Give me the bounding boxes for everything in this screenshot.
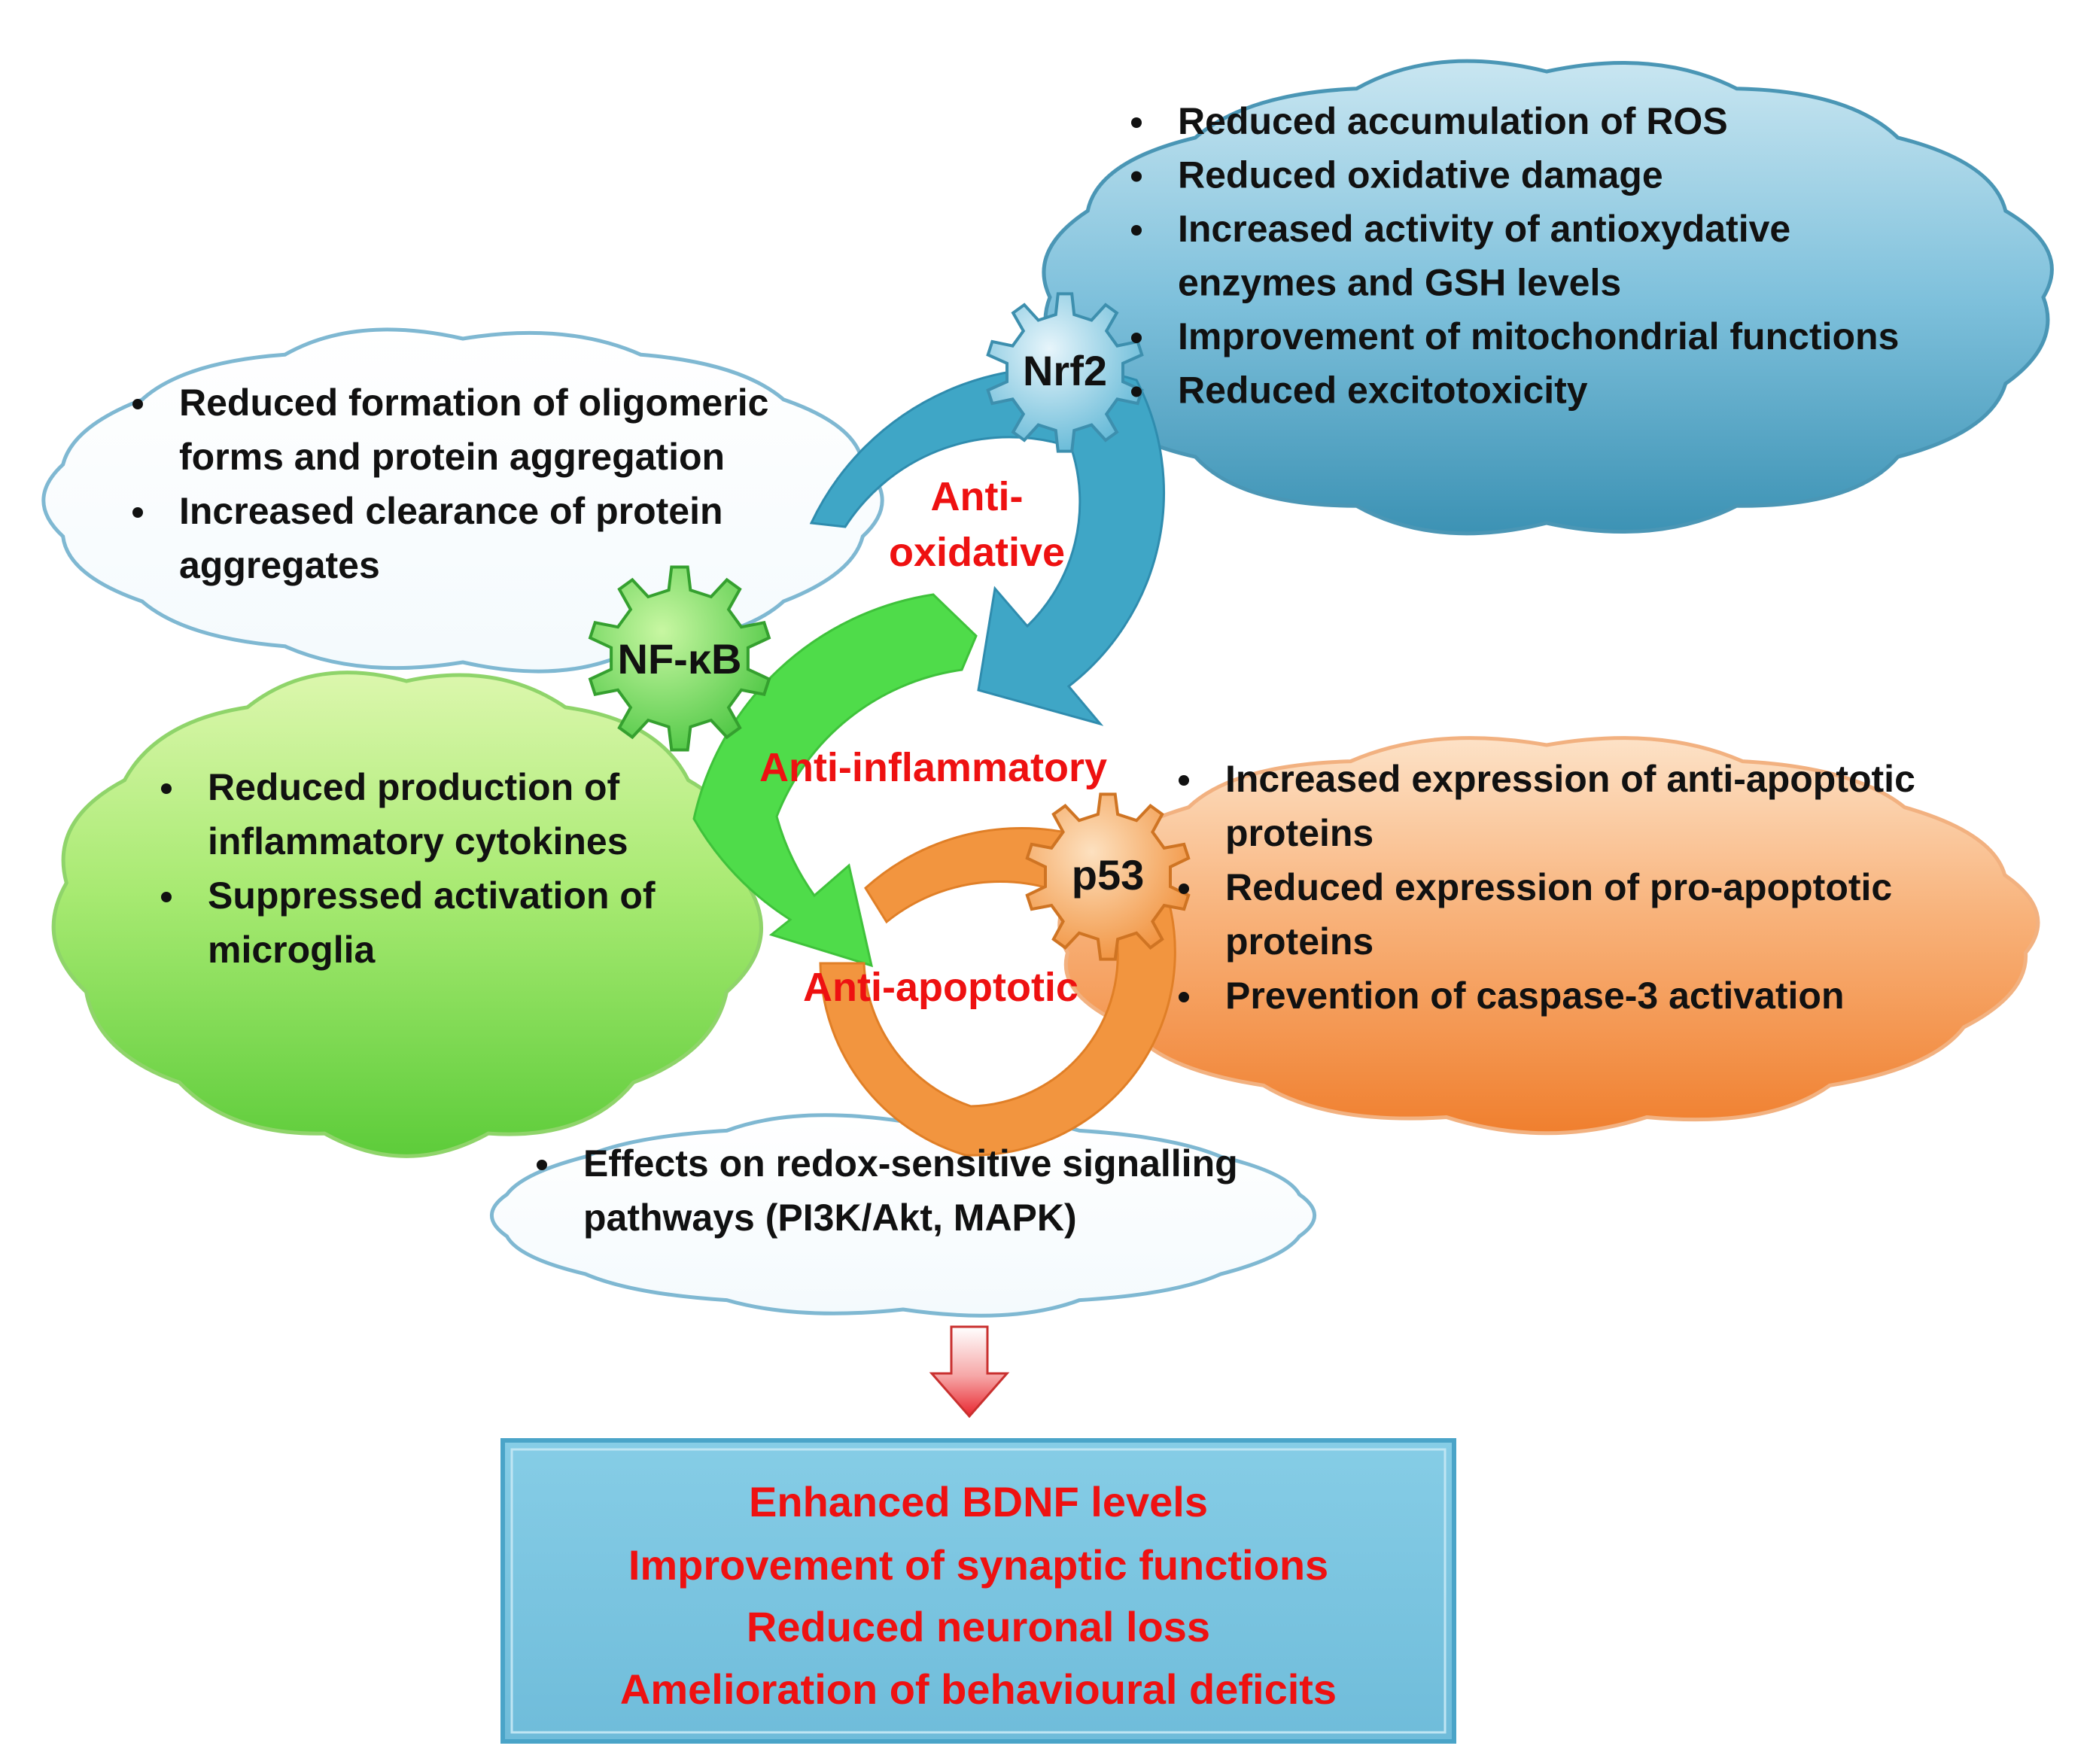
anti-apoptotic-label: Anti-apoptotic — [803, 965, 1078, 1010]
effect-list-line: microglia — [208, 929, 376, 971]
outcome-line: Reduced neuronal loss — [747, 1603, 1210, 1650]
nfkb-label: NF-κB — [618, 635, 742, 683]
bullet-dot — [1131, 225, 1142, 236]
effect-list-line: Increased expression of anti-apoptotic — [1225, 758, 1915, 800]
inflammatory-cloud — [51, 671, 763, 1158]
down-arrow — [929, 1325, 1010, 1419]
effect-list-line: inflammatory cytokines — [208, 820, 628, 862]
effect-list-line: Reduced formation of oligomeric — [179, 382, 768, 424]
nrf2-label: Nrf2 — [1023, 347, 1107, 394]
nfkb-gear — [588, 565, 771, 752]
effect-list-line: pathways (PI3K/Akt, MAPK) — [583, 1197, 1077, 1239]
effect-list-line: enzymes and GSH levels — [1178, 262, 1621, 304]
inflammatory-effects-list: Reduced production of inflammatory cytoki… — [161, 766, 656, 971]
effect-list-line: Reduced expression of pro-apoptotic — [1225, 866, 1892, 908]
anti-oxidative-label-line2: oxidative — [889, 530, 1065, 575]
outcome-box — [500, 1438, 1456, 1744]
bullet-dot — [1131, 386, 1142, 397]
effect-list-line: proteins — [1225, 812, 1374, 854]
apoptotic-effects-list: Increased expression of anti-apoptotic pr… — [1179, 758, 1915, 1017]
outcome-line: Enhanced BDNF levels — [749, 1478, 1208, 1525]
oxidative-cloud — [1042, 59, 2054, 536]
bullet-dot — [1179, 775, 1189, 786]
effect-list-line: Prevention of caspase-3 activation — [1225, 975, 1845, 1017]
effect-list-line: Reduced accumulation of ROS — [1178, 100, 1728, 142]
effect-list-line: Reduced oxidative damage — [1178, 154, 1663, 196]
signalling-cloud — [489, 1113, 1317, 1318]
oxidative-effects-list: Reduced accumulation of ROS Reduced oxida… — [1131, 100, 1899, 412]
p53-label: p53 — [1072, 851, 1145, 899]
bullet-dot — [132, 399, 143, 409]
effect-list-line: proteins — [1225, 920, 1374, 963]
effect-list-line: Increased clearance of protein — [179, 490, 723, 532]
effect-list-line: Increased activity of antioxydative — [1178, 208, 1790, 250]
anti-inflammatory-label: Anti-inflammatory — [759, 745, 1107, 790]
effect-list-line: Effects on redox-sensitive signalling — [583, 1142, 1238, 1185]
bullet-dot — [161, 892, 172, 902]
effect-list-line: aggregates — [179, 544, 380, 586]
outcome-line: Amelioration of behavioural deficits — [620, 1665, 1337, 1713]
anti-oxidative-arrow — [809, 366, 1165, 726]
p53-gear — [1025, 792, 1191, 961]
effect-list-line: Improvement of mitochondrial functions — [1178, 315, 1899, 357]
outcome-line: Improvement of synaptic functions — [628, 1541, 1328, 1589]
signalling-effects-list: Effects on redox-sensitive signalling pat… — [537, 1142, 1238, 1239]
bullet-dot — [1131, 117, 1142, 128]
bullet-dot — [537, 1160, 547, 1170]
bullet-dot — [1131, 171, 1142, 182]
effect-list-line: Suppressed activation of — [208, 874, 656, 917]
protein-effects-list: Reduced formation of oligomeric forms and… — [132, 382, 768, 586]
nrf2-gear — [986, 292, 1144, 453]
anti-oxidative-label-line1: Anti- — [931, 474, 1024, 519]
effect-list-line: forms and protein aggregation — [179, 436, 725, 478]
bullet-dot — [161, 783, 172, 794]
outcome-box-inner-border — [510, 1448, 1447, 1734]
bullet-dot — [1179, 884, 1189, 894]
effect-list-line: Reduced production of — [208, 766, 620, 808]
bullet-dot — [132, 507, 143, 518]
bullet-dot — [1131, 333, 1142, 343]
effect-list-line: Reduced excitotoxicity — [1178, 370, 1588, 412]
bullet-dot — [1179, 992, 1189, 1002]
